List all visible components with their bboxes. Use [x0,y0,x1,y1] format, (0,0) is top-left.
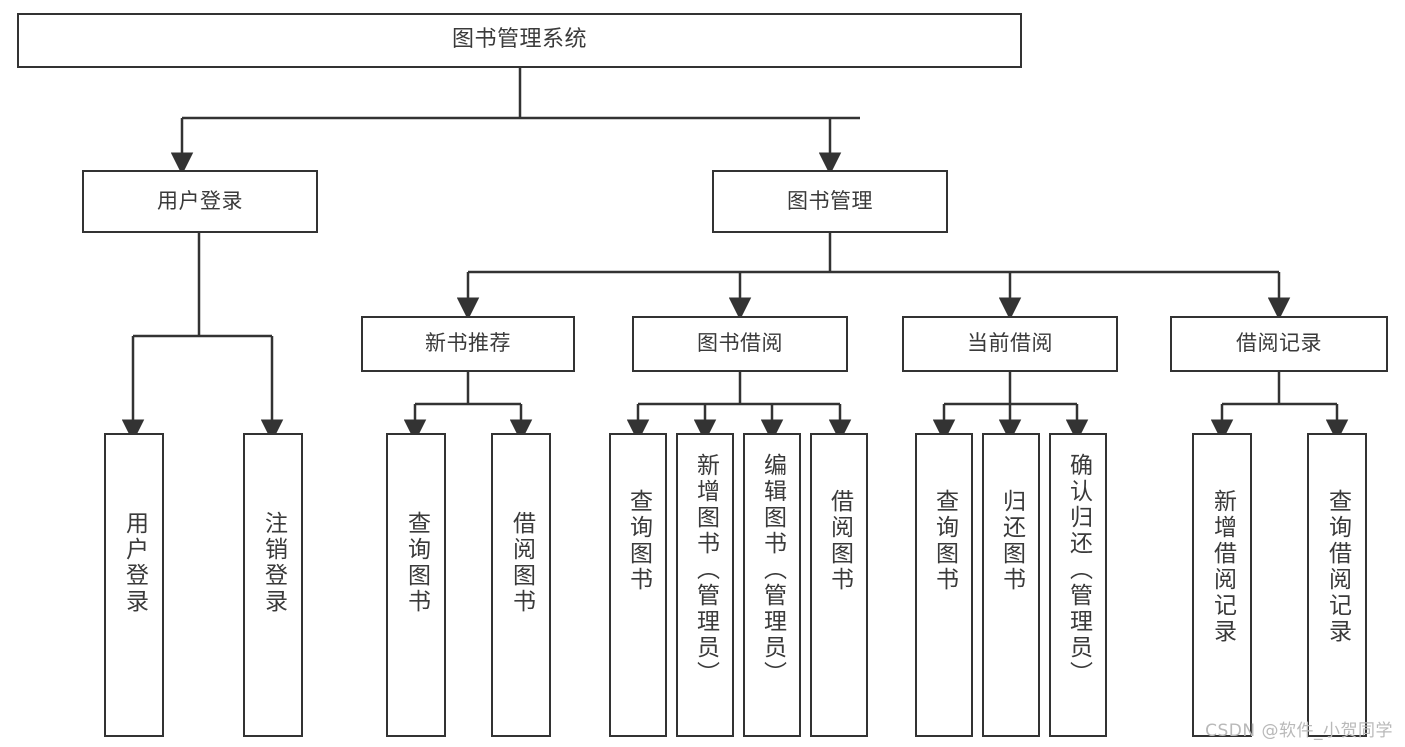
node-label: 新增借阅记录 [1209,489,1236,645]
node-label: 查询图书 [403,511,430,615]
node-root-book-management-system[interactable]: 图书管理系统 [17,13,1022,68]
watermark: CSDN @软件_小贺同学 [1205,721,1393,741]
leaf-new-book-query-books[interactable]: 查询图书 [386,433,446,737]
node-label: 注销登录 [260,511,287,615]
node-label: 图书借阅 [697,331,783,356]
node-label: 查询借阅记录 [1324,489,1351,645]
node-book-borrow[interactable]: 图书借阅 [632,316,848,372]
leaf-new-book-borrow-books[interactable]: 借阅图书 [491,433,551,737]
node-label: 借阅图书 [826,489,853,593]
leaf-book-borrow-add-book-admin[interactable]: 新增图书（管理员） [676,433,734,737]
node-label: 归还图书 [998,489,1025,593]
node-label: 编辑图书（管理员） [759,453,786,687]
node-label: 用户登录 [121,511,148,615]
leaf-book-borrow-borrow-books[interactable]: 借阅图书 [810,433,868,737]
node-label: 图书管理 [787,188,873,213]
node-label: 用户登录 [157,188,243,213]
node-label: 当前借阅 [967,331,1053,356]
leaf-user-login-login[interactable]: 用户登录 [104,433,164,737]
leaf-current-borrow-confirm-return-admin[interactable]: 确认归还（管理员） [1049,433,1107,737]
leaf-book-borrow-query-books[interactable]: 查询图书 [609,433,667,737]
node-new-book-recommend[interactable]: 新书推荐 [361,316,575,372]
node-label: 图书管理系统 [451,27,587,53]
node-label: 确认归还（管理员） [1065,453,1092,687]
leaf-current-borrow-return-books[interactable]: 归还图书 [982,433,1040,737]
leaf-user-login-logout[interactable]: 注销登录 [243,433,303,737]
node-label: 借阅图书 [508,511,535,615]
node-label: 查询图书 [625,489,652,593]
node-label: 新增图书（管理员） [692,453,719,687]
node-borrow-record[interactable]: 借阅记录 [1170,316,1388,372]
node-current-borrow[interactable]: 当前借阅 [902,316,1118,372]
leaf-book-borrow-edit-book-admin[interactable]: 编辑图书（管理员） [743,433,801,737]
node-user-login[interactable]: 用户登录 [82,170,318,233]
node-label: 查询图书 [931,489,958,593]
leaf-borrow-record-add-record[interactable]: 新增借阅记录 [1192,433,1252,737]
leaf-borrow-record-query-record[interactable]: 查询借阅记录 [1307,433,1367,737]
node-label: 新书推荐 [425,331,511,356]
leaf-current-borrow-query-books[interactable]: 查询图书 [915,433,973,737]
node-label: 借阅记录 [1236,331,1322,356]
node-book-management[interactable]: 图书管理 [712,170,948,233]
